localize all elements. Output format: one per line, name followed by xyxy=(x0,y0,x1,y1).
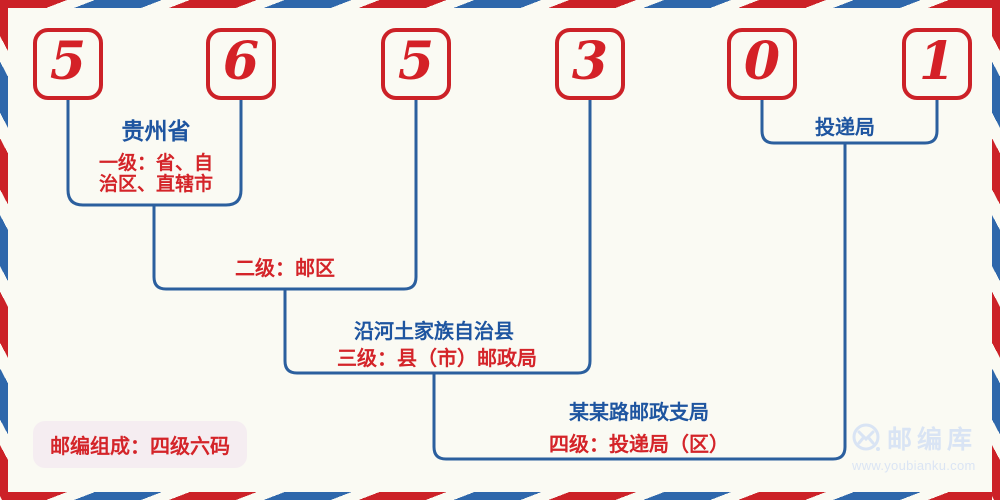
digit-box-6: 1 xyxy=(902,28,972,100)
digit-2: 6 xyxy=(222,31,260,92)
connector-level3 xyxy=(283,100,592,375)
level4-description: 四级：投递局（区） xyxy=(549,434,729,456)
digit-box-2: 6 xyxy=(206,28,276,100)
level3-description: 三级：县（市）邮政局 xyxy=(337,348,537,370)
digit-box-3: 5 xyxy=(381,28,451,100)
digit-5: 0 xyxy=(743,31,781,92)
level1-place-name: 贵州省 xyxy=(121,118,191,144)
digit-4: 3 xyxy=(571,31,609,92)
connector-delivery-bracket xyxy=(760,100,939,145)
delivery-office-label: 投递局 xyxy=(815,117,875,139)
airmail-border-top xyxy=(0,0,1000,8)
level2-description: 二级：邮区 xyxy=(235,258,335,280)
digit-1: 5 xyxy=(49,31,87,92)
level1-group: 贵州省 一级：省、自治区、直辖市 xyxy=(76,112,236,195)
level1-description: 一级：省、自治区、直辖市 xyxy=(98,153,213,195)
connector-level4 xyxy=(432,143,847,461)
composition-badge: 邮编组成：四级六码 xyxy=(33,421,247,468)
digit-box-4: 3 xyxy=(555,28,625,100)
digit-box-1: 5 xyxy=(33,28,103,100)
level3-place-name: 沿河土家族自治县 xyxy=(354,321,514,343)
airmail-border-left xyxy=(0,0,8,500)
airmail-border-bottom xyxy=(0,492,1000,500)
envelope-circle-icon xyxy=(852,423,880,451)
watermark-brand: 邮编库 xyxy=(887,426,978,454)
digit-6: 1 xyxy=(918,31,956,92)
digit-3: 5 xyxy=(397,31,435,92)
airmail-border-right xyxy=(992,0,1000,500)
watermark: 邮编库 www.youbianku.com xyxy=(852,420,977,473)
level4-place-name: 某某路邮政支局 xyxy=(569,402,709,424)
watermark-url: www.youbianku.com xyxy=(852,458,976,473)
digit-box-5: 0 xyxy=(727,28,797,100)
